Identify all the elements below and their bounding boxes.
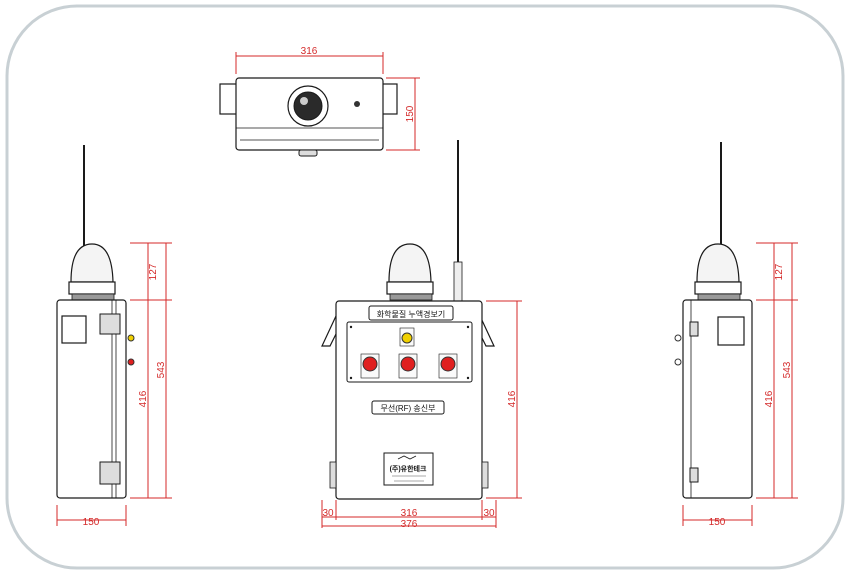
right-window xyxy=(717,316,745,346)
dim-front-width: 316 xyxy=(401,508,418,519)
alarm-lamp-1 xyxy=(362,356,378,372)
top-antenna-hole xyxy=(354,101,360,107)
dim-top-width: 316 xyxy=(301,46,318,57)
right-side-view xyxy=(674,142,798,526)
subtitle-plate xyxy=(371,400,445,415)
right-indicator-2 xyxy=(674,358,682,366)
top-bottom-fitting xyxy=(298,149,318,157)
dim-front-body-height: 416 xyxy=(507,390,518,407)
dim-right-beacon-height: 127 xyxy=(774,263,785,280)
right-indicator-1 xyxy=(674,334,682,342)
left-window xyxy=(61,315,87,344)
top-left-gland xyxy=(219,83,239,115)
top-beacon-lens xyxy=(293,91,323,121)
front-beacon xyxy=(388,243,432,283)
left-side-view xyxy=(56,145,172,526)
alarm-lamp-3 xyxy=(440,356,456,372)
front-view xyxy=(321,140,522,528)
dim-right-body-height: 416 xyxy=(764,390,775,407)
power-lamp-yellow xyxy=(401,332,413,344)
right-body xyxy=(682,299,753,499)
dim-flange-right: 30 xyxy=(483,508,495,519)
left-bottom-hinge xyxy=(99,461,121,485)
alarm-lamp-2 xyxy=(400,356,416,372)
company-logo-mark xyxy=(397,455,417,460)
left-beacon xyxy=(70,243,114,283)
right-bottom-hinge xyxy=(689,467,699,483)
dim-left-body-height: 416 xyxy=(138,390,149,407)
dim-left-width: 150 xyxy=(83,517,100,528)
left-indicator-red xyxy=(127,358,135,366)
dim-flange-left: 30 xyxy=(322,508,334,519)
left-indicator-yellow xyxy=(127,334,135,342)
left-body xyxy=(56,299,127,499)
dim-overall-width: 376 xyxy=(401,519,418,530)
dim-top-depth: 150 xyxy=(405,105,416,122)
right-top-hinge xyxy=(689,321,699,337)
right-beacon xyxy=(696,243,740,283)
top-view xyxy=(219,52,420,157)
company-name: (주)유한테크 xyxy=(390,464,427,473)
dim-right-width: 150 xyxy=(709,517,726,528)
dim-right-total-height: 543 xyxy=(782,361,793,378)
dim-left-beacon-height: 127 xyxy=(148,263,159,280)
dim-left-total-height: 543 xyxy=(156,361,167,378)
left-top-hinge xyxy=(99,313,121,335)
panel-subtitle: 무선(RF) 송신부 xyxy=(380,404,435,413)
title-plate xyxy=(368,305,454,321)
panel-title: 화학물질 누액경보기 xyxy=(377,309,445,319)
